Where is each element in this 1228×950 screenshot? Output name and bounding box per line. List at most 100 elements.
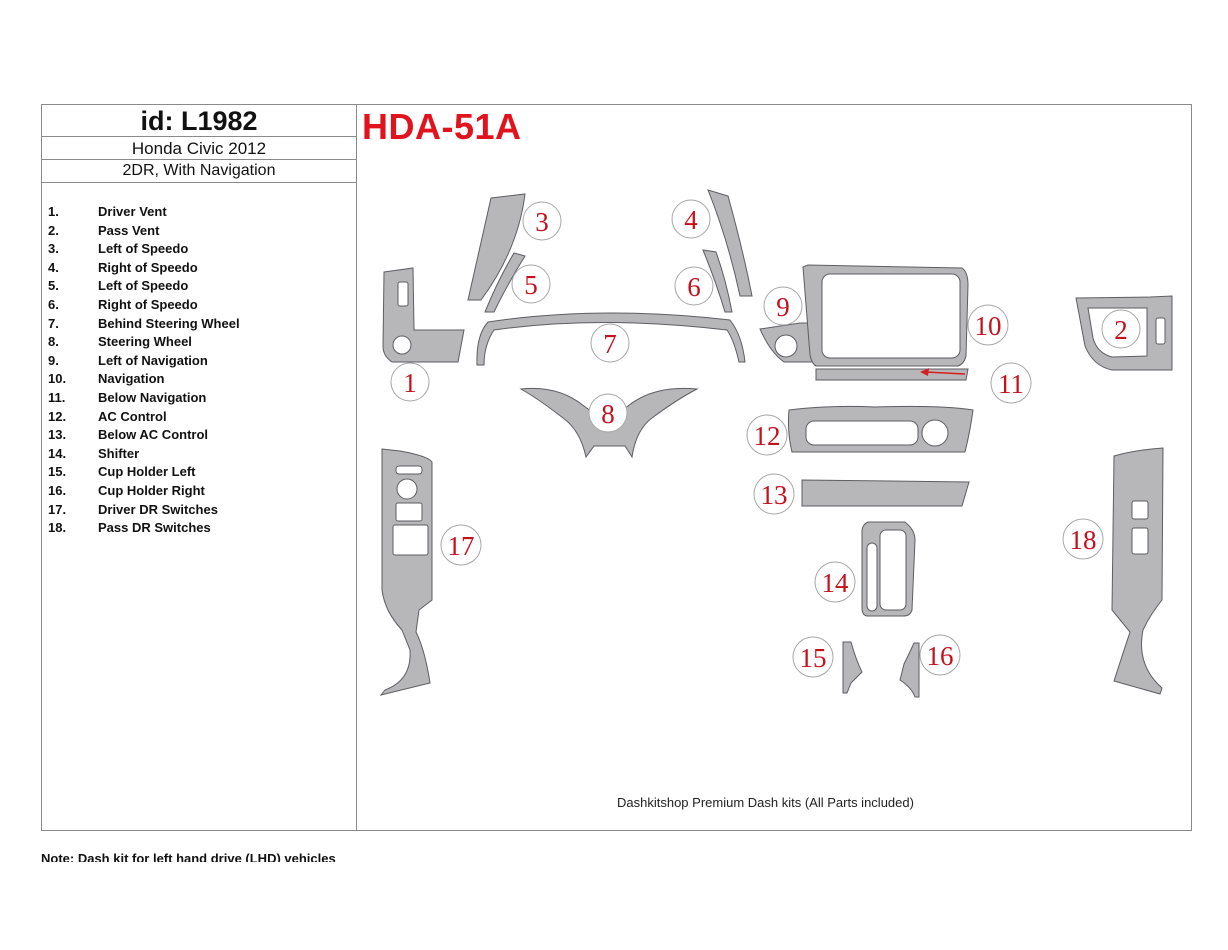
part-shifter-slot-left <box>866 542 878 612</box>
part-name: Navigation <box>98 371 165 387</box>
part-below-navigation <box>815 368 969 381</box>
kit-id: id: L1982 <box>41 105 357 137</box>
label-4-text: 4 <box>684 205 698 235</box>
part-name: Steering Wheel <box>98 334 192 350</box>
label-2: 2 <box>1101 309 1141 349</box>
part-number: 11. <box>48 389 66 405</box>
label-10-text: 10 <box>975 311 1002 341</box>
part-number: 7. <box>48 315 59 331</box>
label-17-text: 17 <box>448 531 475 561</box>
part-name: Shifter <box>98 445 140 461</box>
part-number: 6. <box>48 296 59 312</box>
part-left-of-navigation-hole <box>774 334 798 358</box>
part-number: 9. <box>48 352 59 368</box>
parts-list-item: 8. Steering Wheel <box>48 333 240 352</box>
part-name: Pass Vent <box>98 222 160 238</box>
label-10: 10 <box>967 304 1009 346</box>
parts-list-item: 4. Right of Speedo <box>48 259 240 278</box>
label-15: 15 <box>792 636 834 678</box>
part-name: Left of Speedo <box>98 278 189 294</box>
parts-list-item: 1. Driver Vent <box>48 203 240 222</box>
part-right-of-speedo-lower <box>702 249 733 313</box>
label-18: 18 <box>1062 518 1104 560</box>
label-2-text: 2 <box>1114 315 1128 345</box>
label-5-text: 5 <box>524 270 538 300</box>
part-shifter-slot-right <box>879 529 907 611</box>
label-7: 7 <box>590 323 630 363</box>
part-number: 1. <box>48 204 59 219</box>
part-number: 15. <box>48 464 67 480</box>
part-name: Behind Steering Wheel <box>98 315 240 331</box>
part-number: 5. <box>48 278 59 294</box>
part-number: 13. <box>48 427 67 443</box>
footer-caption: Dashkitshop Premium Dash kits (All Parts… <box>617 795 914 810</box>
label-12-text: 12 <box>754 421 781 451</box>
part-cup-holder-right <box>899 642 920 698</box>
part-ac-control-knob <box>921 419 949 447</box>
label-9-text: 9 <box>776 292 790 322</box>
label-8-text: 8 <box>601 399 615 429</box>
label-12: 12 <box>746 414 788 456</box>
label-6: 6 <box>674 266 714 306</box>
part-name: Right of Speedo <box>98 259 198 275</box>
lhd-note: Note: Dash kit for left hand drive (LHD)… <box>41 851 336 862</box>
part-pass-switch-slot-1 <box>1131 500 1149 520</box>
parts-list-item: 13. Below AC Control <box>48 426 240 445</box>
parts-list-item: 9. Left of Navigation <box>48 352 240 371</box>
label-14-text: 14 <box>822 568 850 598</box>
part-name: Left of Speedo <box>98 241 189 257</box>
part-pass-door-switches <box>1111 447 1164 695</box>
label-3: 3 <box>522 201 562 241</box>
part-driver-switch-slot-1 <box>395 465 423 475</box>
parts-list-item: 3. Left of Speedo <box>48 240 240 259</box>
part-ac-control-opening <box>805 420 919 446</box>
label-1: 1 <box>390 362 430 402</box>
diagram-sheet <box>41 104 1192 831</box>
kit-code: HDA-51A <box>362 106 522 147</box>
parts-list-item: 17. Driver DR Switches <box>48 501 240 520</box>
part-name: Below Navigation <box>98 389 207 405</box>
label-16: 16 <box>919 634 961 676</box>
part-left-of-speedo-lower <box>484 252 526 313</box>
part-number: 18. <box>48 520 67 536</box>
label-14: 14 <box>814 561 856 603</box>
part-name: AC Control <box>98 408 167 424</box>
part-behind-steering-wheel <box>476 312 746 366</box>
part-name: Below AC Control <box>98 427 209 443</box>
part-left-of-speedo-upper <box>467 193 526 301</box>
label-9: 9 <box>763 286 803 326</box>
part-name: Driver Vent <box>98 204 167 219</box>
part-number: 2. <box>48 222 59 238</box>
part-name: Pass DR Switches <box>98 520 211 536</box>
parts-list-item: 14.Shifter <box>48 445 240 464</box>
part-navigation-screen <box>821 273 961 359</box>
part-name: Driver DR Switches <box>98 501 218 517</box>
part-number: 17. <box>48 501 67 517</box>
part-driver-switch-knob <box>396 478 418 500</box>
part-number: 8. <box>48 334 59 350</box>
label-13-text: 13 <box>761 480 788 510</box>
part-cup-holder-left <box>842 641 863 694</box>
parts-list-item: 16. Cup Holder Right <box>48 482 240 501</box>
part-name: Cup Holder Left <box>98 464 196 480</box>
label-15-text: 15 <box>800 643 827 673</box>
arrow-head <box>920 368 929 376</box>
label-7-text: 7 <box>603 329 617 359</box>
part-driver-switch-slot-2 <box>395 502 423 522</box>
label-13: 13 <box>753 473 795 515</box>
parts-list-item: 7. Behind Steering Wheel <box>48 315 240 334</box>
part-number: 16. <box>48 482 67 498</box>
label-11: 11 <box>990 362 1032 404</box>
label-8: 8 <box>588 393 628 433</box>
parts-list-item: 12.AC Control <box>48 408 240 427</box>
parts-panel <box>41 104 357 831</box>
part-name: Left of Navigation <box>98 352 208 368</box>
part-number: 3. <box>48 241 59 257</box>
part-name: Cup Holder Right <box>98 482 205 498</box>
part-driver-vent-slot <box>397 281 409 307</box>
part-number: 4. <box>48 259 59 275</box>
part-number: 10. <box>48 371 67 387</box>
parts-list-item: 6.Right of Speedo <box>48 296 240 315</box>
part-right-of-speedo-upper <box>707 189 753 297</box>
